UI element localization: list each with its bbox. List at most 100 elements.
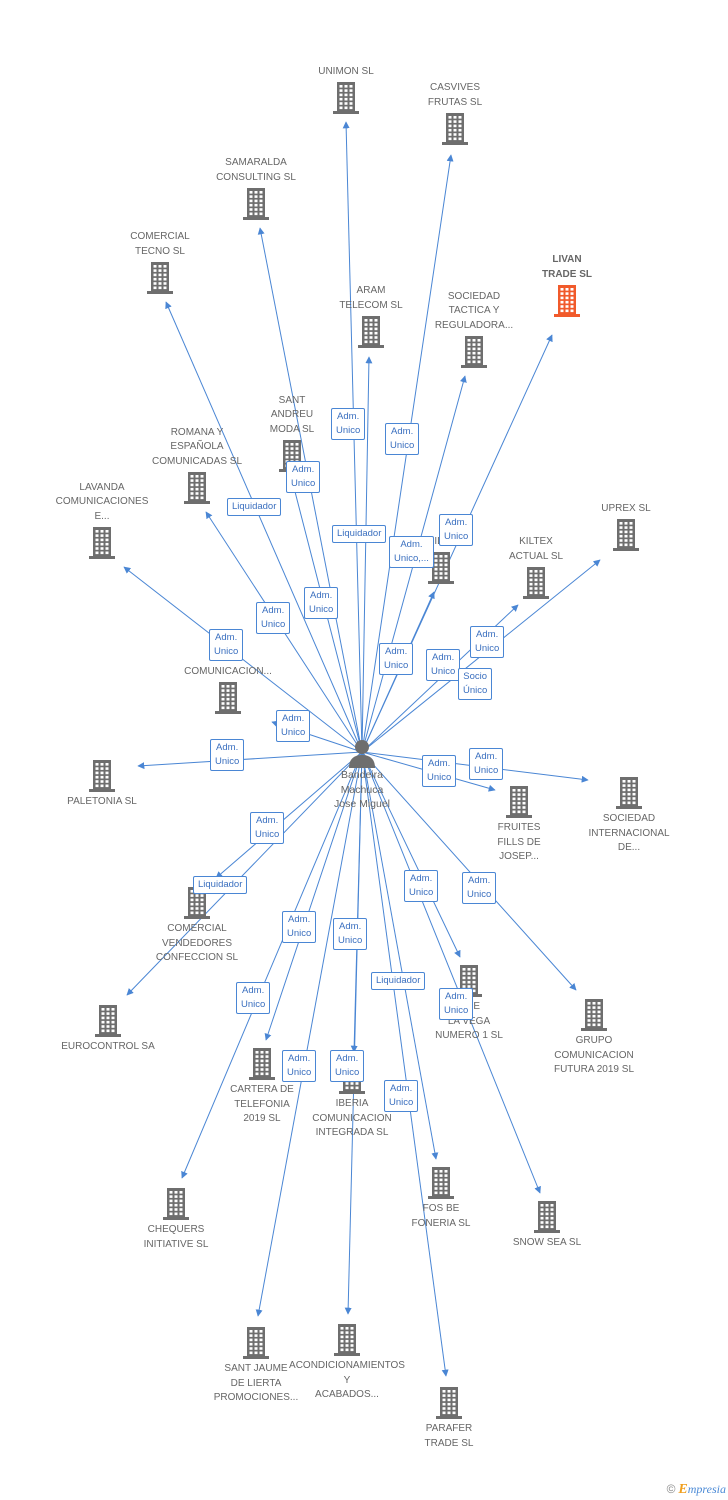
relation-label-aram[interactable]: Adm. Unico bbox=[331, 408, 366, 440]
company-name: ACONDICIONAMIENTOS Y ACABADOS... bbox=[289, 1360, 405, 1400]
copyright-symbol: © bbox=[666, 1482, 676, 1496]
person-node[interactable]: Bandeira Machuca Jose Miguel bbox=[312, 738, 412, 812]
relation-label-sant-andreu[interactable]: Adm. Unico bbox=[256, 602, 291, 634]
person-icon bbox=[349, 740, 375, 768]
edge-eurocontrol bbox=[126, 751, 363, 996]
company-node-unimon[interactable]: UNIMON SL bbox=[286, 65, 406, 118]
relation-label-romana[interactable]: Liquidador bbox=[227, 498, 282, 516]
brand-initial: E bbox=[678, 1482, 688, 1497]
relation-label-livan[interactable]: Adm. Unico bbox=[439, 514, 474, 546]
relation-label-paletonia[interactable]: Adm. Unico bbox=[210, 739, 245, 771]
building-icon bbox=[243, 1327, 269, 1359]
relation-label-vega[interactable]: Adm. Unico bbox=[404, 870, 439, 902]
relation-label-ce-at[interactable]: Adm. Unico bbox=[276, 710, 311, 742]
company-name: ROMANA Y ESPAÑOLA COMUNICADAS SL bbox=[151, 426, 242, 467]
building-icon bbox=[442, 113, 468, 145]
company-node-casvives[interactable]: CASVIVES FRUTAS SL bbox=[395, 81, 515, 148]
relation-label-sant-jaume[interactable]: Adm. Unico bbox=[282, 1050, 317, 1082]
company-name: COMERCIAL VENDEDORES CONFECCION SL bbox=[155, 923, 239, 963]
relation-label-samaralda[interactable]: Adm. Unico bbox=[286, 461, 321, 493]
person-name: Bandeira Machuca Jose Miguel bbox=[333, 769, 391, 810]
company-name: IBERIA COMUNICACION INTEGRADA SL bbox=[312, 1098, 392, 1138]
relation-label-parafer[interactable]: Adm. Unico bbox=[384, 1080, 419, 1112]
relation-label-unimon[interactable]: Liquidador bbox=[332, 525, 387, 543]
edge-fos-be bbox=[361, 751, 439, 1160]
company-node-snow-sea[interactable]: SNOW SEA SL bbox=[487, 1198, 607, 1251]
building-icon bbox=[184, 472, 210, 504]
relation-label-milv[interactable]: Adm. Unico bbox=[379, 643, 414, 675]
company-name: PARAFER TRADE SL bbox=[424, 1423, 474, 1449]
company-node-chequers[interactable]: CHEQUERS INITIATIVE SL bbox=[116, 1185, 236, 1252]
building-icon bbox=[461, 336, 487, 368]
relation-label-acond[interactable]: Adm. Unico bbox=[330, 1050, 365, 1082]
building-icon bbox=[506, 786, 532, 818]
relation-label-comercial-tecno[interactable]: Adm. Unico bbox=[304, 587, 339, 619]
edge-parafer bbox=[361, 751, 449, 1377]
relation-label-sociedad-internacional[interactable]: Adm. Unico bbox=[469, 748, 504, 780]
company-node-eurocontrol[interactable]: EUROCONTROL SA bbox=[48, 1002, 168, 1055]
company-node-romana[interactable]: ROMANA Y ESPAÑOLA COMUNICADAS SL bbox=[137, 426, 257, 508]
edge-lavanda bbox=[123, 566, 363, 753]
relation-label-iberia[interactable]: Adm. Unico bbox=[333, 918, 368, 950]
company-node-lavanda[interactable]: LAVANDA COMUNICACIONES E... bbox=[42, 481, 162, 563]
edge-comercial-tecno bbox=[165, 301, 363, 753]
relation-label-chequers[interactable]: Adm. Unico bbox=[236, 982, 271, 1014]
building-icon bbox=[215, 682, 241, 714]
relation-label-comercial-vendedores[interactable]: Liquidador bbox=[193, 876, 248, 894]
relation-label-cartera[interactable]: Adm. Unico bbox=[282, 911, 317, 943]
building-icon bbox=[581, 999, 607, 1031]
building-icon bbox=[184, 887, 210, 919]
company-name: FOS BE FONERIA SL bbox=[411, 1203, 471, 1229]
company-name: ARAM TELECOM SL bbox=[339, 285, 403, 311]
relation-label-eurocontrol[interactable]: Adm. Unico bbox=[250, 812, 285, 844]
relation-label-lavanda[interactable]: Adm. Unico bbox=[209, 629, 244, 661]
building-icon bbox=[428, 552, 454, 584]
company-node-sant-jaume[interactable]: SANT JAUME DE LIERTA PROMOCIONES... bbox=[196, 1324, 316, 1406]
relation-label-casvives[interactable]: Adm. Unico bbox=[385, 423, 420, 455]
company-node-aram[interactable]: ARAM TELECOM SL bbox=[311, 284, 431, 351]
building-icon bbox=[616, 777, 642, 809]
company-node-sociedad-tactica[interactable]: SOCIEDAD TACTICA Y REGULADORA... bbox=[414, 290, 534, 372]
building-icon bbox=[147, 262, 173, 294]
company-name: SANT JAUME DE LIERTA PROMOCIONES... bbox=[213, 1363, 299, 1403]
company-node-livan[interactable]: LIVAN TRADE SL bbox=[507, 253, 627, 320]
company-node-cartera[interactable]: CARTERA DE TELEFONIA 2019 SL bbox=[202, 1045, 322, 1127]
building-icon bbox=[334, 1324, 360, 1356]
company-node-samaralda[interactable]: SAMARALDA CONSULTING SL bbox=[196, 156, 316, 223]
company-name: GRUPO COMUNICACION FUTURA 2019 SL bbox=[553, 1035, 635, 1075]
relation-label-uprex[interactable]: Adm. Unico bbox=[426, 649, 461, 681]
company-name: LIVAN TRADE SL bbox=[542, 254, 592, 280]
company-name: UPREX SL bbox=[601, 502, 651, 514]
edge-aram bbox=[361, 356, 373, 753]
company-node-parafer[interactable]: PARAFER TRADE SL bbox=[389, 1384, 509, 1451]
company-name: CARTERA DE TELEFONIA 2019 SL bbox=[230, 1084, 294, 1124]
company-name: SAMARALDA CONSULTING SL bbox=[216, 157, 296, 183]
edge-acondicionamientos bbox=[344, 751, 363, 1315]
company-node-comercial-tecno[interactable]: COMERCIAL TECNO SL bbox=[100, 230, 220, 297]
company-node-grupo-comunicacion[interactable]: GRUPO COMUNICACION FUTURA 2019 SL bbox=[534, 996, 654, 1078]
company-name: SOCIEDAD INTERNACIONAL DE... bbox=[588, 813, 670, 853]
relation-label-sociedad-tactica[interactable]: Adm. Unico,... bbox=[389, 536, 434, 568]
company-node-uprex[interactable]: UPREX SL bbox=[566, 502, 686, 555]
relation-label-fruites-socio[interactable]: Socio Único bbox=[458, 668, 493, 700]
relation-label-snow[interactable]: Adm. Unico bbox=[439, 988, 474, 1020]
building-icon bbox=[249, 1048, 275, 1080]
building-icon bbox=[523, 567, 549, 599]
company-name: EUROCONTROL SA bbox=[61, 1041, 155, 1052]
company-node-acondicionamientos[interactable]: ACONDICIONAMIENTOS Y ACABADOS... bbox=[287, 1321, 407, 1403]
company-node-kiltex[interactable]: KILTEX ACTUAL SL bbox=[476, 535, 596, 602]
relation-label-kiltex[interactable]: Adm. Unico bbox=[470, 626, 505, 658]
relation-label-fos-liq[interactable]: Liquidador bbox=[371, 972, 426, 990]
company-node-sociedad-internacional[interactable]: SOCIEDAD INTERNACIONAL DE... bbox=[569, 774, 689, 856]
company-node-paletonia[interactable]: PALETONIA SL bbox=[42, 757, 162, 810]
company-node-fos-be[interactable]: FOS BE FONERIA SL bbox=[381, 1164, 501, 1231]
relation-label-fruites[interactable]: Adm. Unico bbox=[422, 755, 457, 787]
company-name: CHEQUERS INITIATIVE SL bbox=[143, 1224, 209, 1250]
company-node-fruites[interactable]: FRUITES FILLS DE JOSEP... bbox=[459, 783, 579, 865]
relation-label-grupo[interactable]: Adm. Unico bbox=[462, 872, 497, 904]
company-node-comercial-vendedores[interactable]: COMERCIAL VENDEDORES CONFECCION SL bbox=[137, 884, 257, 966]
company-name: SANT ANDREU MODA SL bbox=[269, 394, 315, 435]
edge-chequers bbox=[181, 751, 363, 1179]
building-icon bbox=[89, 527, 115, 559]
